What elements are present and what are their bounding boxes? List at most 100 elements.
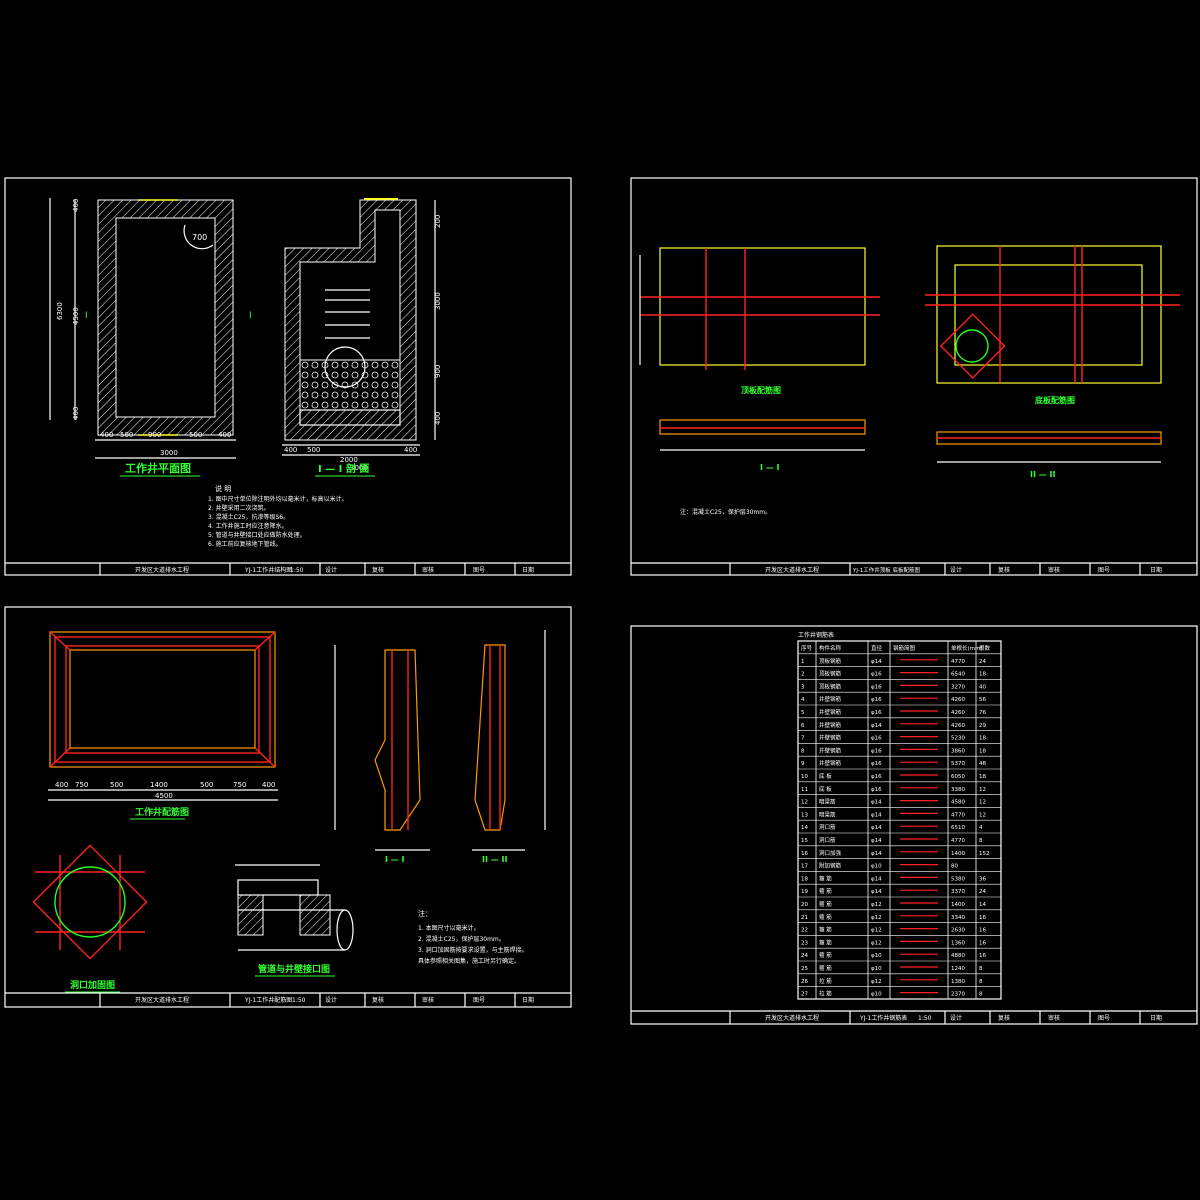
table-cell: 6 [801,723,805,729]
table-cell: 井壁钢筋 [819,721,842,729]
bottom-slab-title: 底板配筋图 [1034,395,1075,405]
table-cell: φ12 [871,915,882,921]
table-cell: 36 [979,876,986,882]
table-cell: 16 [979,915,986,921]
table-cell: φ16 [871,697,882,703]
table-cell: 箍 筋 [819,938,832,946]
table-cell: 29 [979,723,986,729]
s3-dim-6: 400 [262,781,275,789]
table-cell: 23 [801,940,808,946]
s3-dim-total: 4500 [155,792,173,800]
table-cell: 箍 筋 [819,951,832,959]
table-cell: 箍 筋 [819,926,832,934]
table-cell: 暗梁筋 [819,810,836,818]
s3-dim-5: 750 [233,781,246,789]
table-cell: 底 板 [819,785,832,793]
table-cell: φ14 [871,838,882,844]
plan-dim-total: 3000 [160,449,178,457]
table-cell: 洞口筋 [819,836,836,844]
hole-title: 洞口加固图 [70,979,115,991]
table-cell: φ14 [871,876,882,882]
tb1-approver: 审核 [422,566,434,574]
table-cell: 18 [979,748,986,754]
table-cell: 箍 筋 [819,900,832,908]
table-cell: 4260 [951,710,965,716]
table-cell: 22 [801,928,808,934]
table-cell: 5230 [951,736,965,742]
tb1-number: 图号 [473,567,485,574]
plan-dim-bottom-1: 500 [120,431,133,439]
table-cell: φ12 [871,902,882,908]
table-cell: 14 [801,825,808,831]
note-3: 3. 混凝土C25，抗渗等级S6。 [208,513,289,521]
table-cell: 17 [801,864,808,870]
table-cell: φ16 [871,761,882,767]
table-cell: 2630 [951,928,965,934]
plan-dim-left-1: 4500 [72,307,80,325]
s3-notes-title: 注： [418,909,432,918]
tb2-project: 开发区大道排水工程 [765,566,819,574]
table-cell: 24 [979,659,986,665]
table-cell: φ14 [871,800,882,806]
sheet-3: 400 750 500 1400 500 750 400 4500 工作井配筋图… [4,606,572,1008]
tb4-date: 日期 [1150,1014,1162,1022]
tb4-approver: 审核 [1048,1014,1060,1022]
table-cell: 4770 [951,838,965,844]
table-cell: 18 [979,736,986,742]
table-cell: 4260 [951,723,965,729]
section-dim-bottom-3: 400 [404,446,417,454]
pipe-title: 管道与井壁接口图 [258,963,330,975]
table-cell: 4260 [951,697,965,703]
table-cell: φ16 [871,672,882,678]
sheet-1: 700 6300 400 4500 400 400 500 900 500 40… [4,177,572,576]
table-cell: 7 [801,736,805,742]
table-cell: 拉 筋 [819,977,832,985]
table-cell: 12 [979,800,986,806]
table-cell: φ14 [871,889,882,895]
tb2-reviewer: 复核 [998,566,1010,574]
table-header-cell: 钢筋简图 [893,644,916,652]
sheet-1-notes: 说 明 1. 图中尺寸单位除注明外均以毫米计，标高以米计。 2. 井壁采用二次浇… [208,484,348,548]
note-5: 5. 管道与井壁接口处应做防水处理。 [208,531,306,539]
tb2-designer: 设计 [950,566,962,574]
plan-title: 工作井平面图 [125,461,191,475]
table-header-cell: 构件名称 [819,644,842,652]
table-cell: 10 [801,774,808,780]
table-cell: 56 [979,697,986,703]
plan-dim-bottom-2: 900 [148,431,161,439]
tb3-project: 开发区大道排水工程 [135,996,189,1004]
table-header-cell: 根数 [979,644,991,652]
table-cell: 8 [979,838,983,844]
section-dim-bottom-2: 2000 [340,456,358,464]
table-cell: 24 [801,953,808,959]
tb1-project: 开发区大道排水工程 [135,566,189,574]
rebar-table-title: 工作井钢筋表 [798,631,834,639]
tb1-scale: 1:50 [290,567,304,574]
plan-dim-bottom-4: 400 [218,431,231,439]
table-cell: 8 [979,979,983,985]
tb2-approver: 审核 [1048,566,1060,574]
table-cell: 19 [801,889,808,895]
sheet-1-frame [4,177,572,576]
table-cell: 6050 [951,774,965,780]
top-slab-plan: 顶板配筋图 I — I [639,247,880,472]
tb2-date: 日期 [1150,566,1162,574]
table-cell: 8 [801,748,805,754]
table-cell: 3340 [951,915,965,921]
table-cell: 15 [801,838,808,844]
plan-dim-bottom-0: 400 [100,431,113,439]
well-plan-view: 700 6300 400 4500 400 400 500 900 500 40… [49,198,252,477]
table-cell: 1380 [951,979,965,985]
table-cell: 76 [979,710,986,716]
reinforcement-plan-title: 工作井配筋图 [135,806,189,818]
table-cell: 12 [979,787,986,793]
tb4-number: 图号 [1098,1015,1110,1022]
cut-label-right: I [249,311,252,321]
s3-note-3: 3. 洞口加固筋按要求设置，与主筋焊接。 [418,946,528,954]
well-section-view: 200 3000 900 400 400 500 2000 400 3000 I… [282,198,442,477]
table-cell: 箍 筋 [819,913,832,921]
table-cell: φ12 [871,979,882,985]
table-cell: 24 [979,889,986,895]
